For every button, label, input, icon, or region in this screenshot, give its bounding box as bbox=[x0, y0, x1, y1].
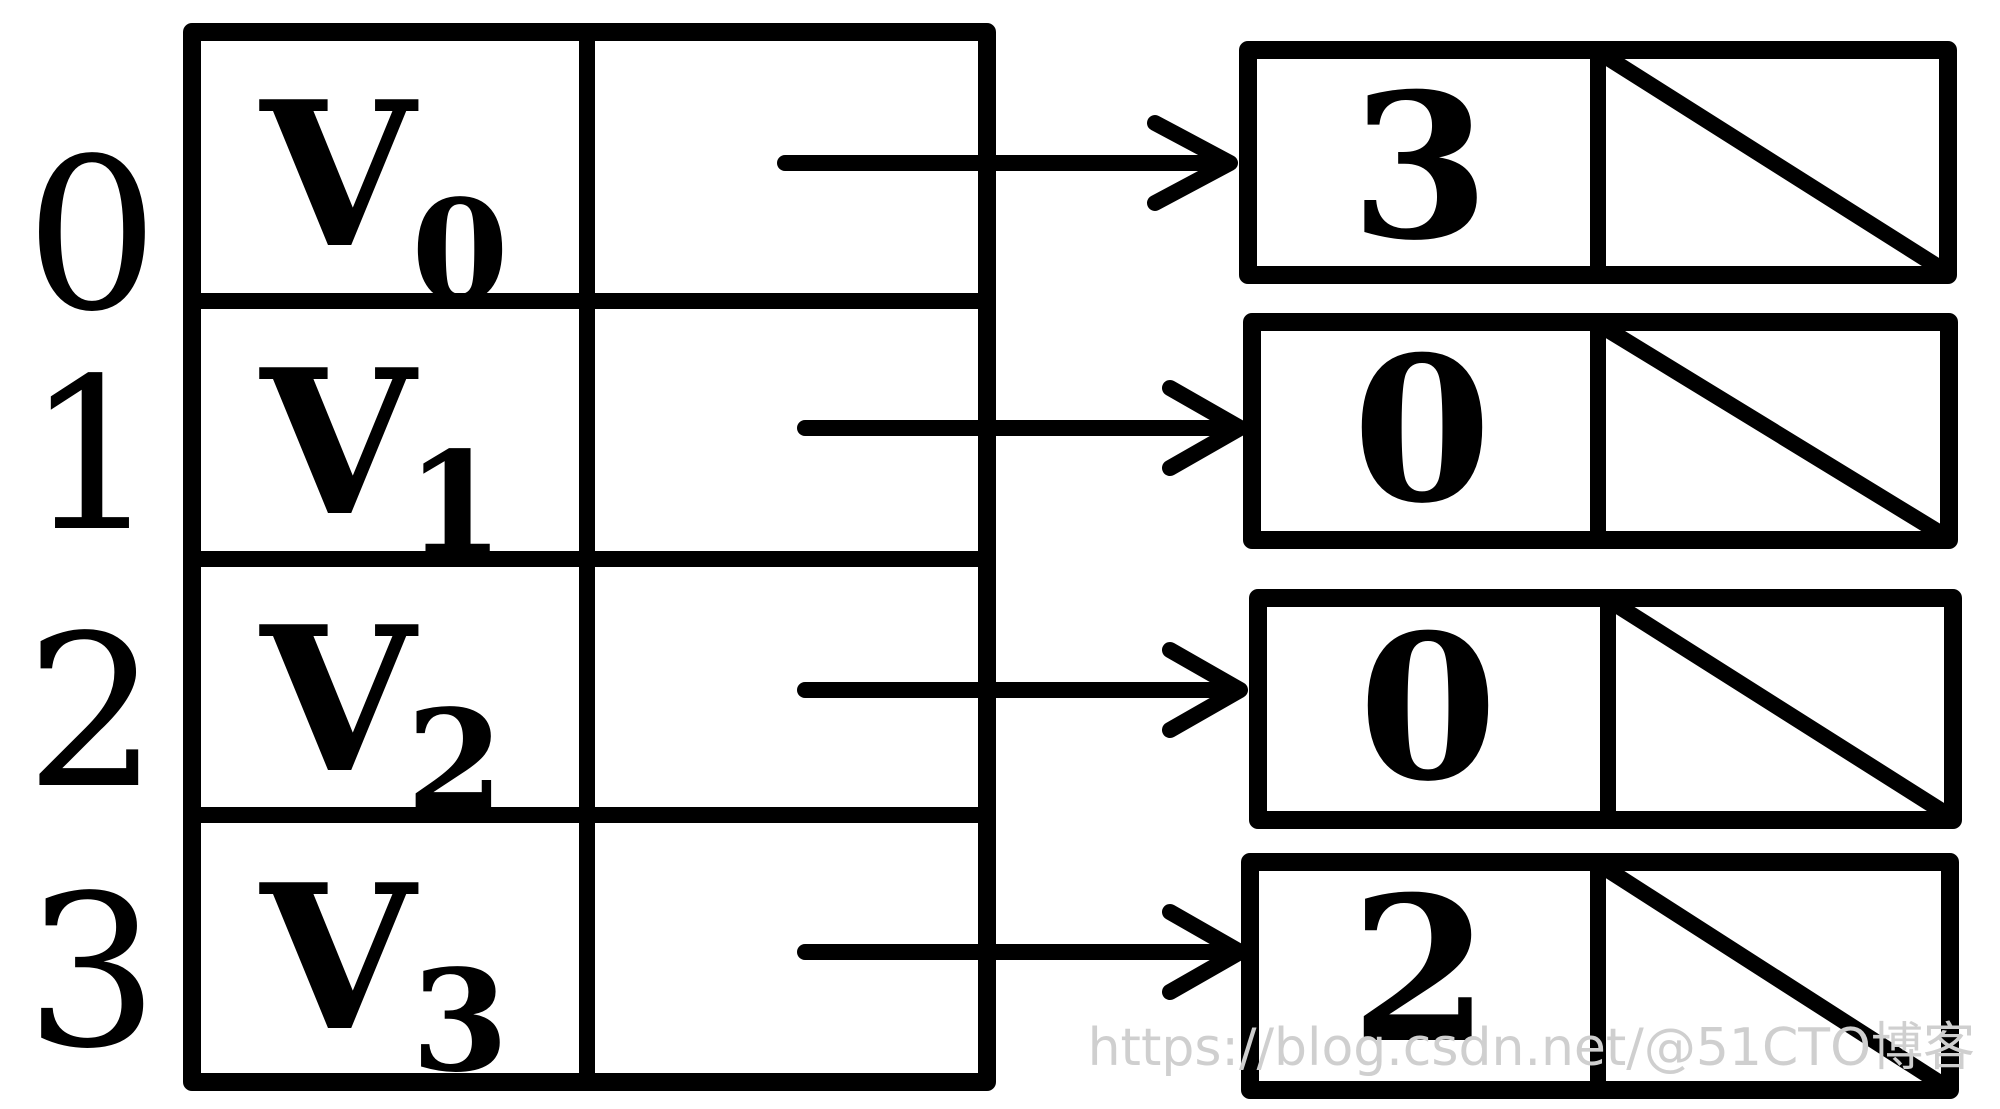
vertex-name: V bbox=[258, 841, 419, 1076]
vertex-row-0: 0 V 0 bbox=[25, 58, 1238, 358]
null-pointer-slash-icon bbox=[1600, 50, 1948, 276]
vertex-subscript: 0 bbox=[411, 170, 508, 334]
adjacency-node-value: 0 bbox=[1352, 313, 1491, 548]
adjacency-node-1: 0 bbox=[1243, 313, 1958, 549]
vertex-row-2: 2 V 2 bbox=[25, 583, 1248, 844]
vertex-subscript: 1 bbox=[406, 422, 503, 586]
adjacency-node-3: 2 bbox=[1241, 853, 1959, 1099]
vertex-subscript: 2 bbox=[406, 680, 503, 844]
vertex-row-1: 1 V 1 bbox=[25, 326, 1248, 586]
vertex-table bbox=[183, 23, 996, 1091]
vertex-row-3: 3 V 3 bbox=[25, 841, 1248, 1104]
adjacency-node-2: 0 bbox=[1249, 589, 1962, 829]
null-pointer-slash-icon bbox=[1600, 862, 1948, 1091]
vertex-name: V bbox=[258, 58, 419, 293]
watermark: https://blog.csdn.net/@51CTO博客 bbox=[1088, 1018, 1975, 1078]
arrow-head-icon bbox=[1147, 115, 1238, 211]
adjacency-node-value: 3 bbox=[1350, 50, 1489, 285]
adjacency-node-0: 3 bbox=[1239, 41, 1957, 285]
adjacency-node-value: 0 bbox=[1358, 591, 1497, 826]
vertex-name: V bbox=[258, 326, 419, 561]
adjacency-node-value: 2 bbox=[1350, 853, 1489, 1088]
null-pointer-slash-icon bbox=[1610, 598, 1953, 821]
arrow-head-icon bbox=[1162, 380, 1248, 476]
vertex-subscript: 3 bbox=[411, 940, 508, 1104]
vertex-index-label: 2 bbox=[25, 590, 159, 835]
vertex-index-label: 1 bbox=[25, 333, 159, 578]
vertex-name: V bbox=[258, 583, 419, 818]
null-pointer-slash-icon bbox=[1600, 322, 1948, 541]
arrow-head-icon bbox=[1162, 642, 1248, 738]
arrow-head-icon bbox=[1162, 904, 1248, 1000]
vertex-index-label: 0 bbox=[25, 113, 159, 358]
vertex-index-label: 3 bbox=[25, 850, 159, 1095]
